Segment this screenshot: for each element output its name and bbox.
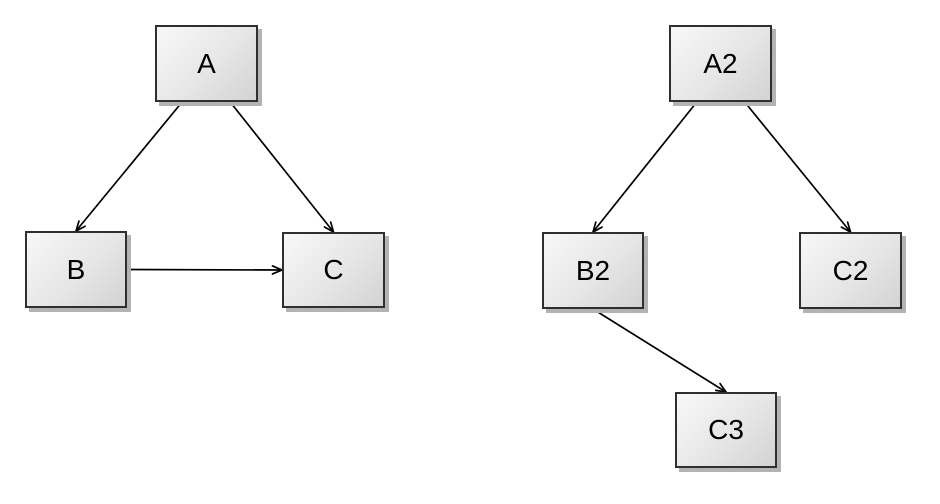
node-label-a: A [197,47,216,79]
node-c2: C2 [799,232,902,309]
node-label-c: C [323,254,344,285]
node-c: C [282,232,385,308]
edge-a-b [74,101,183,233]
node-b: B [25,231,127,308]
edge-a2-c2 [744,101,852,234]
node-label-b2: B2 [575,254,611,286]
node-a2: A2 [669,25,772,102]
edge-a2-b2 [591,101,698,234]
node-b2: B2 [542,232,644,309]
edge-b2-c3 [592,308,728,394]
node-label-c3: C3 [708,414,744,445]
edge-b-c [126,265,285,275]
node-label-b: B [66,253,86,285]
edge-a-c [229,101,335,234]
node-label-a2: A2 [703,47,738,79]
node-label-c2: C2 [832,254,869,286]
node-c3: C3 [675,392,777,468]
node-a: A [155,25,258,102]
